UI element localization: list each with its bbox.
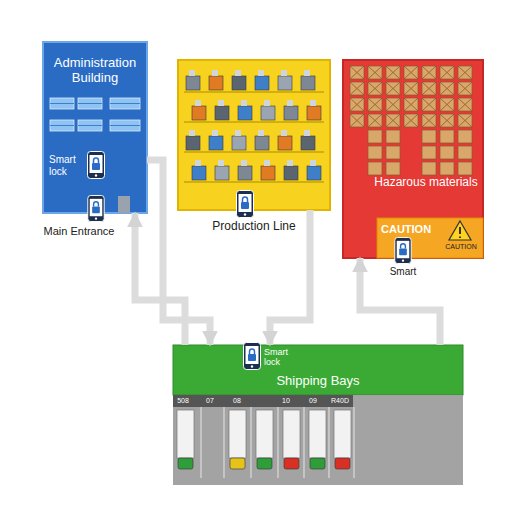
building-box: Administration BuildingSmart lockMain En… (43, 42, 147, 213)
flow-arrow (360, 258, 440, 345)
caution-label: CAUTION (441, 243, 481, 251)
shipping-band (173, 345, 463, 395)
bay-number: 08 (224, 397, 250, 404)
crate-stack (350, 66, 472, 175)
shipping-title: Shipping Bays (173, 374, 463, 389)
entrance-label: Main Entrance (39, 225, 119, 238)
building-title: Administration Building (47, 56, 143, 86)
building-fill (43, 42, 147, 213)
lock-label: Smart lock (49, 154, 87, 177)
shipping-band: Smart lockShipping Bays (173, 345, 463, 395)
bay-strip (173, 395, 353, 407)
warning-mark (459, 227, 461, 238)
building-box: CAUTIONCAUTIONHazarous materialsSmart (343, 60, 483, 258)
building-box: Production Line (178, 60, 330, 210)
bay-number: 07 (197, 397, 223, 404)
building-title: Production Line (184, 220, 324, 234)
lock-icon (88, 152, 105, 179)
lock-icon (395, 237, 411, 263)
window-rows (50, 98, 140, 131)
parking-lot (173, 395, 463, 485)
lock-label: Smart (381, 266, 425, 278)
building-fill (178, 60, 330, 210)
caution-label: CAUTION (381, 223, 447, 236)
machinery (184, 70, 324, 182)
lock-label: Smart lock (264, 347, 298, 368)
bay-number: 10 (273, 397, 299, 404)
truck-row (177, 407, 354, 478)
door (118, 196, 130, 213)
lock-icon (88, 195, 104, 221)
building-title: Hazarous materials (373, 176, 479, 190)
warning-triangle (449, 221, 471, 240)
lock-icon (244, 343, 261, 370)
building-fill (343, 60, 483, 258)
flow-arrow (147, 160, 210, 345)
caution-sign: CAUTION CAUTION (377, 218, 483, 258)
bay-number: R40D (327, 397, 353, 404)
caution-panel (377, 218, 483, 258)
bay-number: 508 (170, 397, 196, 404)
bay-number: 09 (300, 397, 326, 404)
lock-icon (237, 191, 254, 218)
